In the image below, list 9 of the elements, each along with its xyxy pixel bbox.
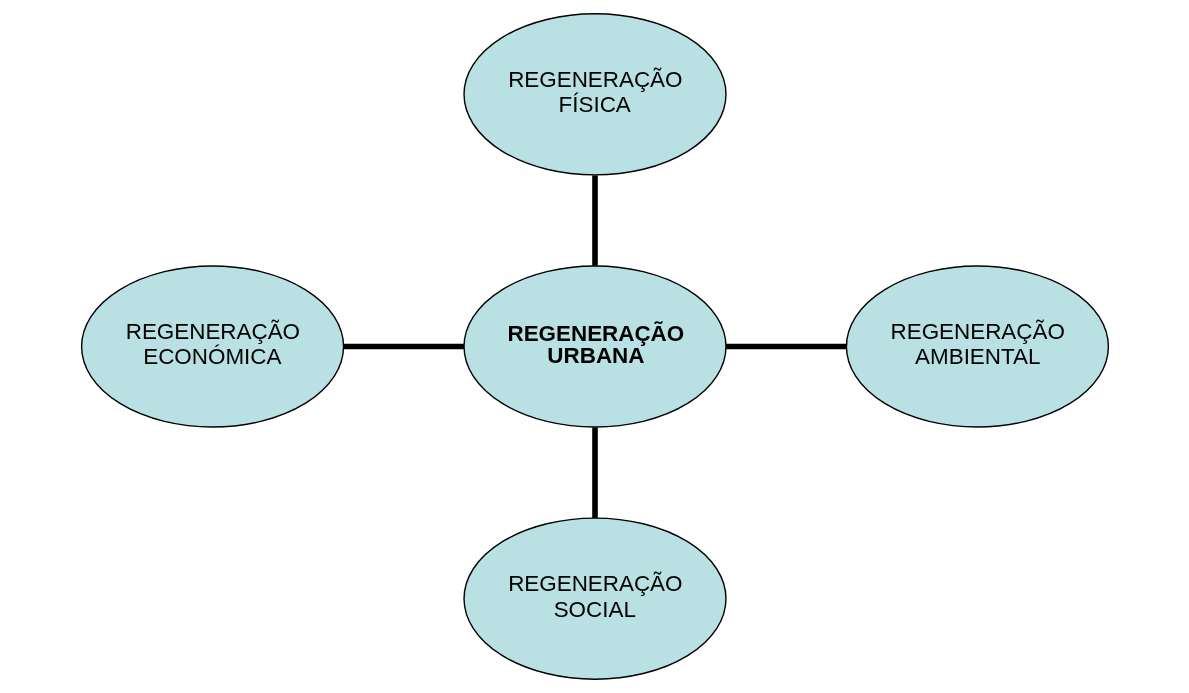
node-ellipse: REGENERAÇÃO SOCIAL bbox=[462, 517, 727, 680]
connector bbox=[591, 175, 598, 266]
node-ellipse: REGENERAÇÃO URBANA bbox=[462, 265, 727, 428]
node-ellipse: REGENERAÇÃO ECONÓMICA bbox=[80, 265, 344, 428]
node-ellipse: REGENERAÇÃO FÍSICA bbox=[462, 13, 727, 176]
connector bbox=[725, 343, 846, 350]
connector bbox=[343, 343, 464, 350]
node-ellipse: REGENERAÇÃO AMBIENTAL bbox=[845, 265, 1109, 428]
connector bbox=[591, 427, 598, 518]
